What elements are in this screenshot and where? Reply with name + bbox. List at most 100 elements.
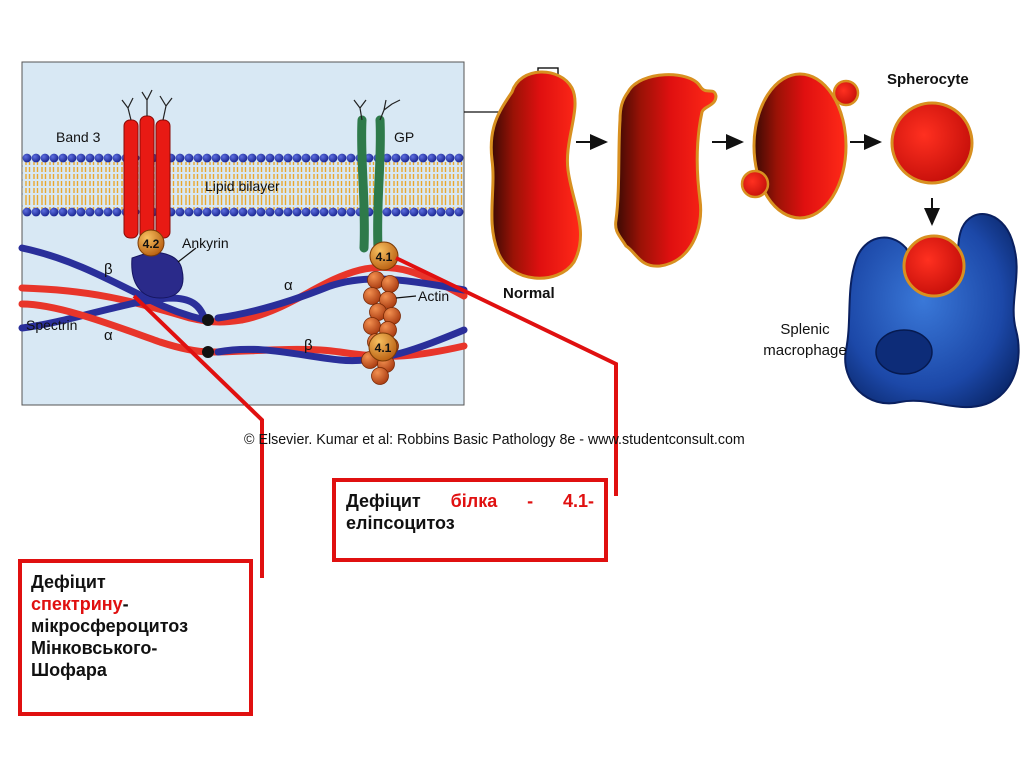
spherocyte-label: Spherocyte — [887, 71, 969, 88]
band3-label: Band 3 — [56, 129, 101, 145]
callout-spectrin-line2: спектрину- — [31, 593, 240, 615]
lipid-head — [175, 153, 185, 163]
lipid-head — [328, 207, 338, 217]
lipid-bilayer — [22, 153, 464, 217]
pointer-line-protein-4-1 — [395, 256, 618, 496]
ankyrin-protein — [131, 251, 184, 299]
lipid-heads-inner — [22, 207, 464, 217]
lipid-head — [103, 207, 113, 217]
callout-spectrin-red-text: спектрину — [31, 594, 123, 614]
lipid-head — [22, 207, 32, 217]
lipid-head — [49, 207, 59, 217]
lipid-head — [337, 207, 347, 217]
alpha-upper-label: α — [284, 277, 293, 294]
lipid-head — [76, 153, 86, 163]
actin-filament — [361, 271, 401, 385]
band3-protein — [121, 89, 173, 241]
lipid-head — [310, 207, 320, 217]
ankyrin-pointer — [177, 247, 197, 263]
callout-protein-word3: - — [527, 491, 534, 511]
lipid-head — [112, 153, 122, 163]
lipid-head — [67, 153, 77, 163]
lipid-head — [229, 153, 239, 163]
lipid-head — [94, 207, 104, 217]
lipid-head — [382, 153, 392, 163]
callout-spectrin-line5: Шофара — [31, 660, 107, 680]
lipid-head — [40, 207, 50, 217]
normal-rbc-icon — [489, 70, 582, 280]
lipid-head — [256, 153, 266, 163]
callout-spectrin-line4: Мінковського- — [31, 638, 158, 658]
glycophorin-protein — [353, 99, 401, 253]
lipid-head — [238, 207, 248, 217]
lipid-head — [247, 207, 257, 217]
lipid-head — [382, 207, 392, 217]
lipid-head — [418, 207, 428, 217]
lipid-head — [283, 153, 293, 163]
lipid-head — [436, 153, 446, 163]
protein-4-1-bottom-label: 4.1 — [375, 341, 392, 355]
protein-4-2-label: 4.2 — [143, 237, 160, 251]
lipid-head — [22, 153, 32, 163]
actin-label: Actin — [418, 288, 449, 304]
lipid-head — [103, 153, 113, 163]
lipid-head — [445, 153, 455, 163]
lipid-head — [247, 153, 257, 163]
lipid-head — [193, 153, 203, 163]
lipid-head — [319, 153, 329, 163]
rbc-vesiculating-icon — [614, 73, 718, 268]
lipid-head — [274, 207, 284, 217]
callout-protein-word2: білка — [450, 491, 498, 511]
lipid-head — [346, 207, 356, 217]
actin-bead — [371, 367, 389, 385]
lipid-head — [409, 153, 419, 163]
lipid-head — [391, 153, 401, 163]
normal-label: Normal — [503, 285, 555, 302]
lipid-head — [220, 207, 230, 217]
spectrin-blue-strand-right-lower — [214, 326, 468, 365]
lipid-head — [85, 207, 95, 217]
beta-lower-label: β — [304, 337, 313, 354]
callout-protein-line1: Дефіцит білка - 4.1- — [346, 490, 594, 512]
lipid-head — [346, 153, 356, 163]
callout-spectrin-line1: Дефіцит — [31, 572, 106, 592]
spectrin-junction-lower — [202, 346, 214, 358]
lipid-head — [211, 207, 221, 217]
spectrin-blue-strand-lower — [18, 294, 209, 332]
lipid-head — [409, 207, 419, 217]
lipid-head — [211, 153, 221, 163]
lipid-head — [94, 153, 104, 163]
macrophage-nucleus-icon — [875, 329, 933, 375]
splenic-macrophage-label-line2: macrophage — [763, 342, 846, 359]
spherocyte-icon — [890, 101, 974, 185]
spectrin-blue-strand-right — [214, 275, 468, 322]
lipid-head — [220, 153, 230, 163]
lipid-head — [454, 207, 464, 217]
lipid-head — [391, 207, 401, 217]
splenic-macrophage-label-line1: Splenic — [780, 321, 830, 338]
lipid-head — [202, 207, 212, 217]
lipid-head — [229, 207, 239, 217]
pointer-line-spectrin — [132, 294, 264, 578]
lipid-head — [265, 207, 275, 217]
actin-bead — [363, 317, 381, 335]
band3-carbohydrate-icon — [121, 89, 173, 121]
actin-bead — [363, 287, 381, 305]
lipid-bilayer-label: Lipid bilayer — [205, 178, 280, 194]
lipid-head — [49, 153, 59, 163]
lipid-head — [175, 207, 185, 217]
lipid-head — [31, 153, 41, 163]
lipid-head — [454, 153, 464, 163]
spectrin-junction-upper — [202, 314, 214, 326]
alpha-lower-label: α — [104, 327, 113, 344]
spectrin-label: Spectrin — [26, 317, 77, 333]
protein-4-1-bottom-circle — [368, 332, 398, 362]
callout-spectrin-dash: - — [122, 594, 129, 614]
lipid-heads-outer — [22, 153, 464, 163]
lipid-head — [184, 207, 194, 217]
lipid-head — [184, 153, 194, 163]
lipid-head — [328, 153, 338, 163]
callout-protein-line2: еліпсоцитоз — [346, 513, 455, 533]
spectrin-network — [18, 244, 468, 365]
copyright-caption: © Elsevier. Kumar et al: Robbins Basic P… — [244, 431, 745, 448]
